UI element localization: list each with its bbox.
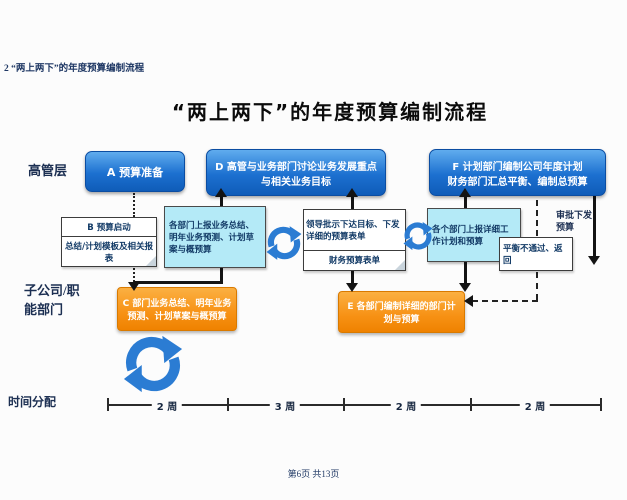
- timeline-segment-label: 3 周: [269, 398, 301, 413]
- doc-box-leader-directives: 领导批示下达目标、下发详细的预算表单 财务预算表单: [303, 209, 406, 271]
- connector-f-approve-vertical: [593, 196, 596, 258]
- flow-box-d-discussion: D 高管与业务部门讨论业务发展重点与相关业务目标: [206, 149, 386, 196]
- flow-box-c-dept-summary: C 部门业务总结、明年业务预测、计划草案与概预算: [117, 287, 237, 331]
- note-balance-fail-return: 平衡不通过、返回: [499, 237, 573, 271]
- flow-box-f-line2: 财务部门汇总平衡、编制总预算: [447, 176, 588, 188]
- arrow-approve-down-icon: [588, 256, 600, 265]
- timeline-tick: [600, 398, 602, 411]
- note-departments-submit-drafts: 各部门上报业务总结、明年业务预测、计划草案与概预算: [164, 206, 266, 268]
- page-fold-icon: [146, 256, 156, 266]
- timeline-segment-label: 2 周: [519, 398, 551, 413]
- flow-box-f-line1: F 计划部门编制公司年度计划: [452, 161, 583, 173]
- flow-box-f-plan-consolidate: F 计划部门编制公司年度计划 财务部门汇总平衡、编制总预算: [429, 149, 606, 196]
- timeline-tick: [107, 398, 109, 411]
- page-title: “两上两下”的年度预算编制流程: [171, 100, 489, 124]
- timeline-segment-label: 2 周: [151, 398, 183, 413]
- cycle-arrows-icon: [403, 221, 433, 251]
- arrow-into-e-right-icon: [459, 283, 471, 292]
- connector-d-to-c-horizontal: [134, 281, 223, 284]
- arrow-into-f-icon: [459, 188, 471, 197]
- timeline-tick: [227, 398, 229, 411]
- doc-leader-top: 领导批示下达目标、下发详细的预算表单: [304, 210, 405, 251]
- doc-box-b-budget-kickoff: B 预算启动 总结/计划模板及相关报表: [61, 217, 157, 267]
- arrow-into-d-left-icon: [215, 188, 227, 197]
- cycle-arrows-icon: [266, 226, 302, 260]
- connector-f-to-balance-dashed: [536, 200, 538, 236]
- timeline-axis: [107, 404, 600, 406]
- page-number: 第6页 共13页: [287, 469, 340, 479]
- timeline-tick: [470, 398, 472, 411]
- flow-box-a-budget-prep: A 预算准备: [85, 151, 185, 192]
- doc-box-b-body: 总结/计划模板及相关报表: [64, 241, 154, 264]
- arrow-into-d-right-icon: [346, 188, 358, 197]
- connector-balance-to-e-dashed: [472, 300, 538, 302]
- flow-box-e-detailed-plans: E 各部门编制详细的部门计划与预算: [338, 291, 465, 333]
- cycle-arrows-icon: [123, 335, 183, 393]
- doc-leader-bottom: 财务预算表单: [328, 256, 380, 266]
- connector-a-to-b-dotted: [133, 193, 135, 217]
- lane-label-subsidiaries: 子公司/职能部门: [24, 283, 80, 317]
- slide-outline-heading: 2 “两上两下”的年度预算编制流程: [4, 64, 145, 74]
- connector-balance-down-dashed: [536, 272, 538, 300]
- connector-b-to-c-dotted: [133, 268, 135, 282]
- timeline-segment-label: 2 周: [390, 398, 422, 413]
- note-approve-issue-budget: 审批下发预算: [556, 211, 593, 234]
- lane-label-executives: 高管层: [28, 163, 68, 178]
- arrow-balance-return-icon: [464, 295, 473, 307]
- arrow-into-e-left-icon: [346, 283, 358, 292]
- page-fold-icon: [395, 260, 405, 270]
- timeline-tick: [343, 398, 345, 411]
- lane-label-time: 时间分配: [8, 395, 57, 409]
- arrow-into-c-icon: [128, 282, 140, 291]
- doc-box-b-title: B 预算启动: [62, 218, 156, 237]
